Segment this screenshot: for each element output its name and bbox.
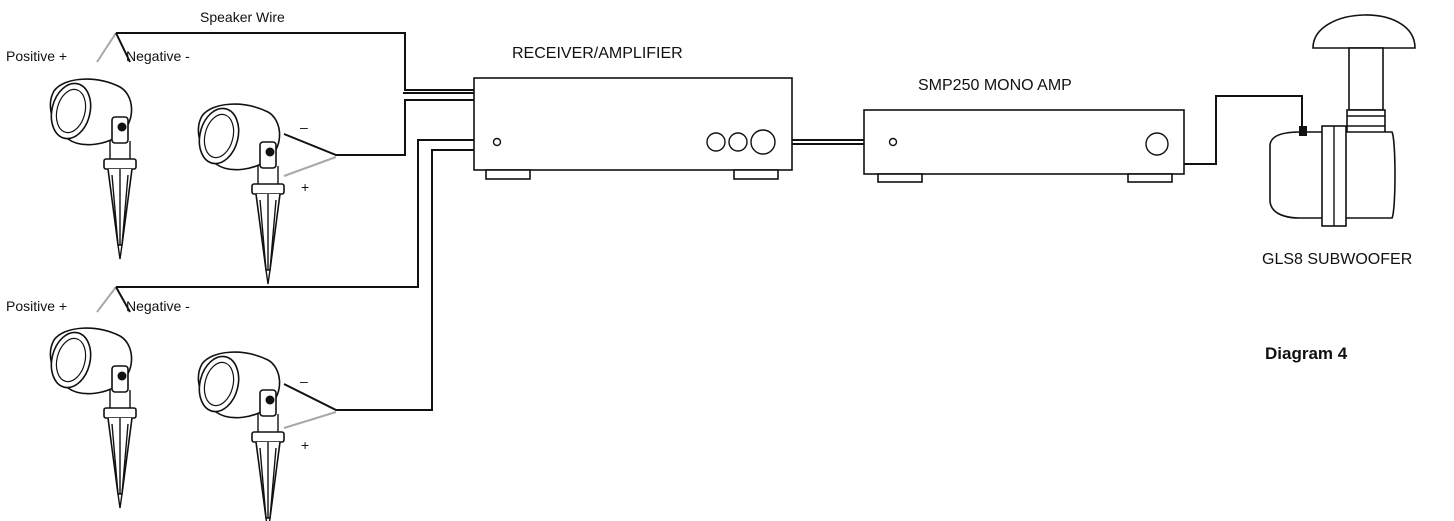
subwoofer-label: GLS8 SUBWOOFER (1262, 251, 1412, 268)
diagram-title: Diagram 4 (1265, 344, 1348, 363)
speaker-bottom-right-icon (192, 351, 285, 521)
mushroom-subwoofer-icon (1269, 14, 1416, 227)
subwoofer-wire (1184, 95, 1303, 165)
speaker-wire-top-right-pos (283, 156, 337, 177)
receiver-amplifier-icon (473, 77, 793, 180)
positive-wire-top (96, 32, 117, 63)
minus-sign-top: – (300, 119, 308, 135)
negative-label-top: Negative - (126, 48, 190, 64)
speaker-wire-top-left (116, 32, 474, 91)
speaker-wire-label: Speaker Wire (200, 9, 285, 25)
speaker-wire-bottom-left (116, 139, 474, 288)
positive-label-bottom: Positive + (6, 298, 67, 314)
speaker-wire-bottom-right-pos (283, 411, 337, 429)
positive-wire-bottom (96, 286, 117, 313)
speaker-wire-top-right-neg (283, 99, 474, 156)
negative-label-bottom: Negative - (126, 298, 190, 314)
positive-label-top: Positive + (6, 48, 67, 64)
plus-sign-bottom: + (301, 437, 309, 453)
negative-wire-top (115, 32, 131, 63)
minus-sign-bottom: – (300, 373, 308, 389)
speaker-bottom-left-icon (44, 327, 137, 509)
speaker-wire-bottom-right-neg (283, 149, 474, 411)
receiver-label: RECEIVER/AMPLIFIER (512, 45, 683, 62)
speaker-top-left-icon (44, 78, 137, 260)
plus-sign-top: + (301, 179, 309, 195)
mono-amp-label: SMP250 MONO AMP (918, 77, 1072, 94)
speaker-top-right-icon (192, 103, 285, 285)
negative-wire-bottom (115, 286, 131, 313)
mono-amp-icon (863, 109, 1185, 183)
